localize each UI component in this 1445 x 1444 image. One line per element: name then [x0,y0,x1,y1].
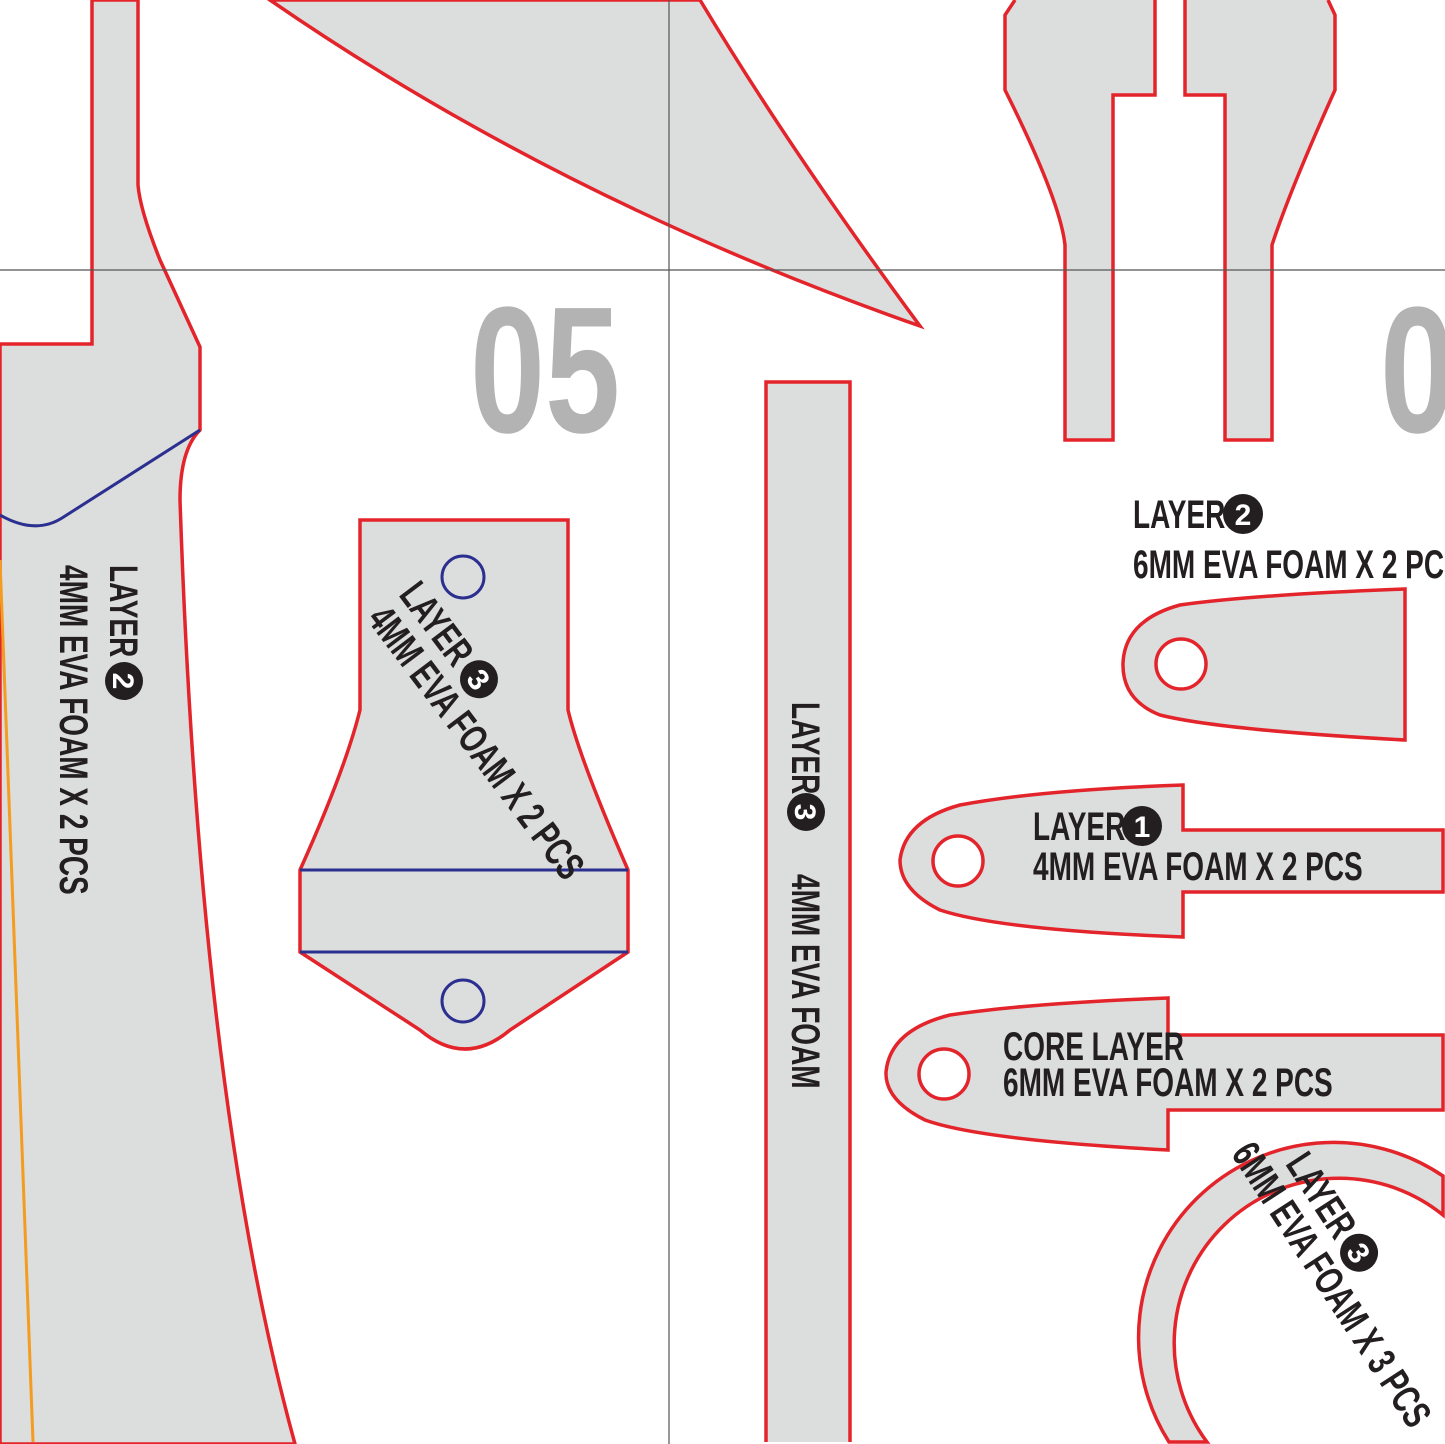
svg-text:CORE LAYER: CORE LAYER [1003,1025,1184,1069]
hole-mark [440,554,486,600]
fork-left-piece [1003,0,1157,442]
label-strip: LAYER 3 4MM EVA FOAM [783,702,827,1089]
svg-text:LAYER: LAYER [783,702,827,794]
hole [1154,637,1208,691]
left-blade-piece [0,0,297,1444]
fork-right-piece [1183,0,1337,442]
hole [917,1047,971,1101]
svg-text:3: 3 [788,804,821,821]
layer-badge [105,662,143,700]
label-tab-core: CORE LAYER 6MM EVA FOAM X 2 PCS [1003,1025,1333,1105]
layer-badge [787,793,825,831]
ring-piece [1136,1140,1445,1444]
svg-text:LAYER: LAYER [101,565,145,657]
guide-line [0,559,35,1443]
svg-text:2: 2 [106,673,139,690]
svg-text:6MM EVA FOAM X 2 PCS: 6MM EVA FOAM X 2 PCS [1003,1061,1333,1105]
svg-text:LAYER: LAYER [1033,805,1125,849]
layer-badge [1340,1233,1379,1272]
svg-text:1: 1 [1134,811,1151,844]
svg-text:LAYER: LAYER [1133,493,1225,537]
svg-text:4MM EVA FOAM X 2 PCS: 4MM EVA FOAM X 2 PCS [51,565,95,895]
page-number: 0 [1380,269,1445,470]
tab-core-piece [884,996,1445,1152]
fold-line [0,428,201,528]
svg-text:4MM EVA FOAM X 2 PCS: 4MM EVA FOAM X 2 PCS [1033,845,1363,889]
hole [931,834,985,888]
tab-top-piece [1121,587,1407,742]
blade-tip-piece [266,0,925,330]
svg-text:6MM EVA FOAM X 2 PCS: 6MM EVA FOAM X 2 PCS [1133,543,1445,587]
layer-badge [1122,806,1162,846]
bracket-piece [298,518,630,1051]
label-tab-mid: LAYER 1 4MM EVA FOAM X 2 PCS [1033,805,1363,889]
layer-badge [459,660,498,699]
layer-badge [1223,494,1263,534]
label-left-blade: LAYER 2 4MM EVA FOAM X 2 PCS [51,565,145,895]
svg-text:4MM EVA FOAM: 4MM EVA FOAM [783,874,827,1089]
hole-mark [440,978,486,1024]
tab-mid-piece [898,783,1445,939]
strip-piece [764,380,852,1442]
svg-text:2: 2 [1235,499,1252,532]
label-tab-top: LAYER 2 6MM EVA FOAM X 2 PCS [1133,493,1445,587]
page-number: 05 [470,269,620,470]
